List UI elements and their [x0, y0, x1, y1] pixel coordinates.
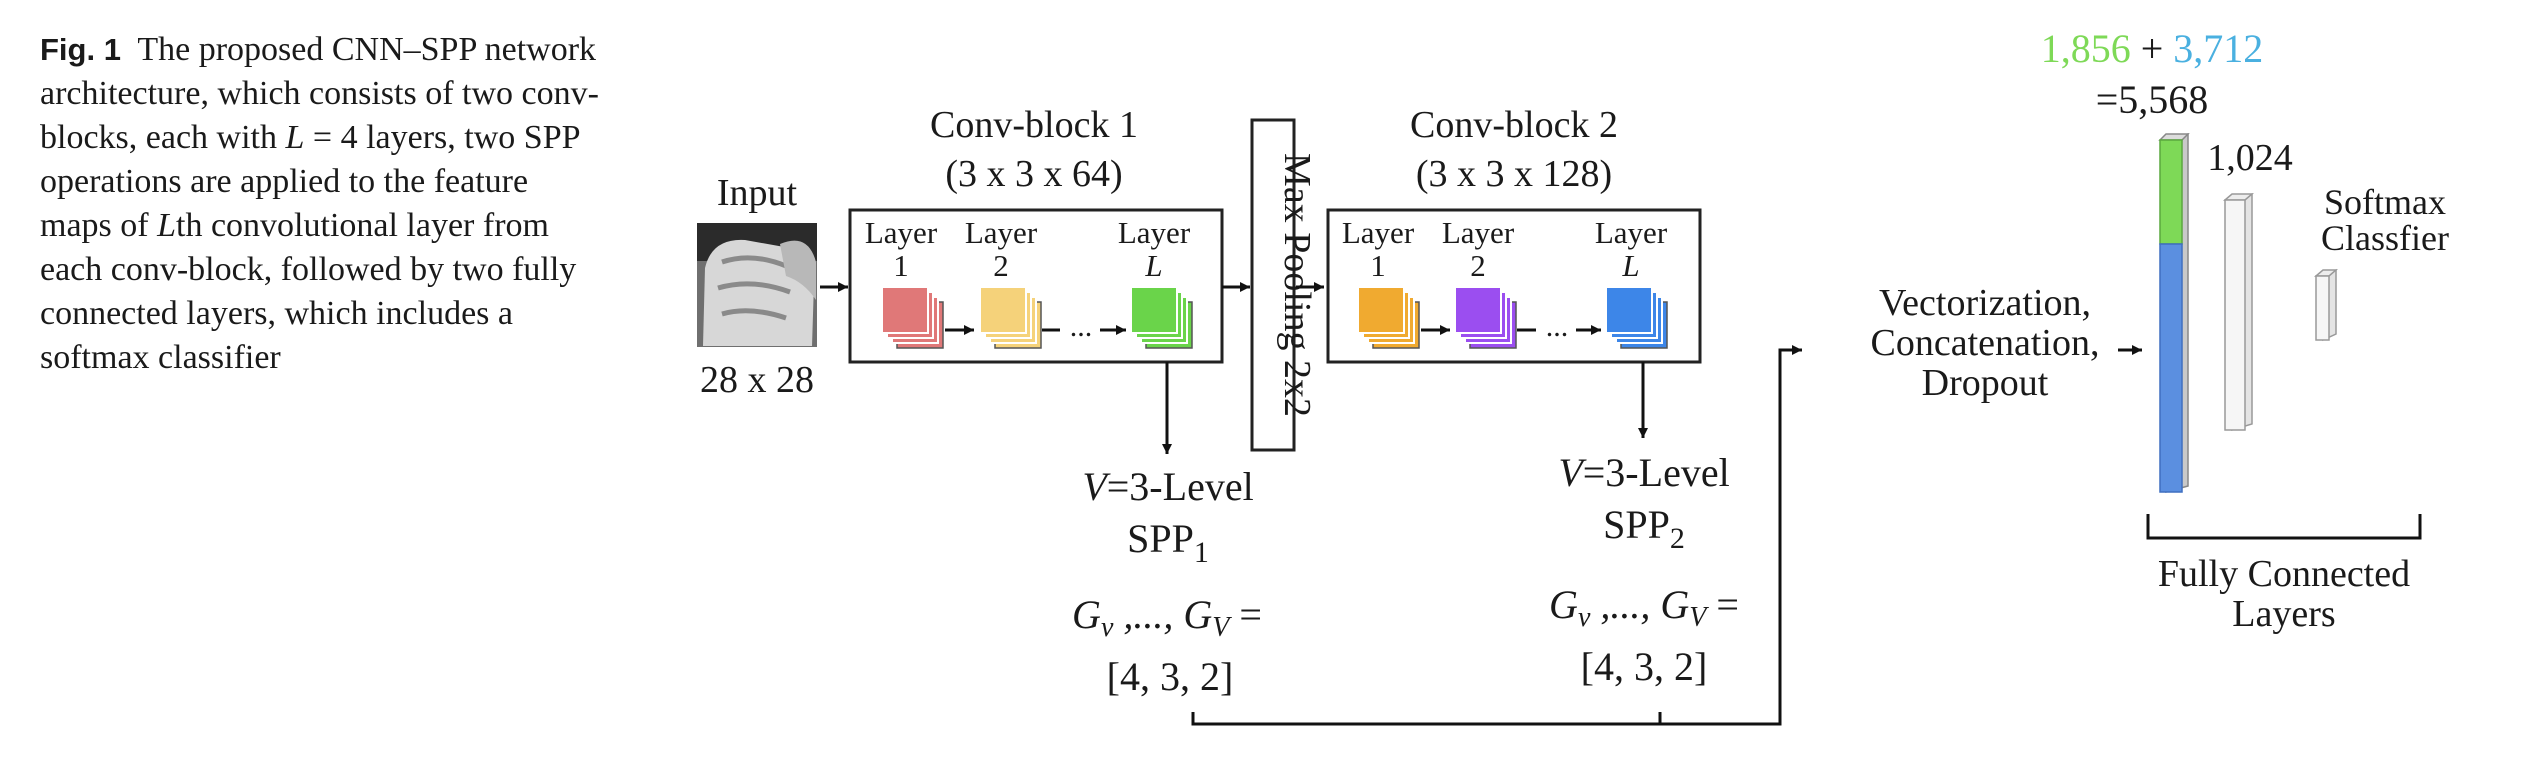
spp2-level: V=3-Level [1558, 450, 1729, 495]
conv-block-2-shape: (3 x 3 x 128) [1416, 153, 1612, 195]
block1-layer2-name: Layer [965, 215, 1038, 250]
input-size: 28 x 28 [700, 359, 814, 401]
max-pooling-box [1250, 118, 1296, 452]
spp1-g2-sub: V [1212, 612, 1232, 643]
softmax-line-1: Softmax [2324, 182, 2446, 222]
connector-spp-to-vectorization [1191, 345, 1802, 726]
spp2-name: SPP2 [1603, 502, 1685, 555]
fc-group-line-2: Layers [2232, 593, 2335, 635]
sum-total: =5,568 [2096, 77, 2209, 122]
caption-text-3: th convolutional layer from each conv-bl… [40, 207, 577, 376]
feature-map-square [1605, 286, 1653, 334]
spp2-g-formula: Gv ,..., GV = [1549, 582, 1739, 633]
feature-map-square [881, 286, 929, 334]
concat-segment-spp2 [2159, 243, 2183, 493]
caption-var-L-2: L [157, 207, 177, 244]
block1-layer2-feature-maps [979, 286, 1042, 349]
spp2-g-mid: ,..., G [1590, 582, 1689, 627]
figure-caption: Fig. 1 The proposed CNN–SPP network arch… [40, 28, 600, 380]
spp2-g2-sub: V [1689, 602, 1709, 633]
sum-a: 1,856 [2041, 26, 2131, 71]
spp1-level-var: V [1082, 464, 1111, 509]
conv-block-1-title: Conv-block 1 [930, 104, 1138, 146]
block2-layerL-feature-maps [1605, 286, 1668, 349]
conv-block-2-title: Conv-block 2 [1410, 104, 1618, 146]
block2-layer2-feature-maps [1454, 286, 1517, 349]
block2-layer2-index: 2 [1470, 248, 1486, 283]
conv-block-2-box [1326, 208, 1702, 364]
vectorization-line-1: Vectorization, [1879, 282, 2091, 324]
softmax-bar [2313, 268, 2339, 342]
block1-layer2-index: 2 [993, 248, 1009, 283]
block1-layerL-feature-maps [1130, 286, 1193, 349]
spp2-level-text: =3-Level [1583, 450, 1730, 495]
spp2-name-text: SPP [1603, 502, 1670, 547]
block1-layerL-name: Layer [1118, 215, 1191, 250]
concatenated-vector-bar [2158, 133, 2190, 493]
block1-layer1-index: 1 [893, 248, 909, 283]
block2-ellipsis: ... [1546, 310, 1569, 343]
vectorization-line-2: Concatenation, [1871, 322, 2100, 364]
feature-map-square [1454, 286, 1502, 334]
caption-text-2: = 4 layers, two SPP operations are appli… [40, 119, 580, 244]
max-pooling-label: Max Pooling 2x2 [1276, 153, 1318, 417]
block2-layer1-name: Layer [1342, 215, 1415, 250]
figure-label: Fig. 1 [40, 32, 121, 67]
caption-text-1: The proposed CNN–SPP network architectur… [40, 31, 599, 156]
block1-layer1-name: Layer [865, 215, 938, 250]
spp2-level-var: V [1558, 450, 1587, 495]
block2-layer2-name: Layer [1442, 215, 1515, 250]
spp1-subscript: 1 [1194, 536, 1209, 569]
spp1-g1: G [1072, 592, 1101, 637]
sum-plus: + [2131, 26, 2174, 71]
sum-line: 1,856 + 3,712 [2041, 26, 2264, 71]
concat-segment-spp1 [2159, 139, 2183, 245]
feature-map-square [979, 286, 1027, 334]
conv-block-1-shape: (3 x 3 x 64) [945, 153, 1122, 195]
spp2-grid: [4, 3, 2] [1581, 644, 1708, 689]
spp1-grid: [4, 3, 2] [1107, 654, 1234, 699]
feature-map-square [1130, 286, 1178, 334]
feature-map-square [1357, 286, 1405, 334]
block2-layer1-index: 1 [1370, 248, 1386, 283]
fc1-bar [2222, 192, 2255, 432]
spp1-g-mid: ,..., G [1113, 592, 1212, 637]
spp1-g1-sub: v [1101, 612, 1114, 643]
input-image [697, 223, 817, 347]
spp2-subscript: 2 [1670, 522, 1685, 555]
spp1-level-text: =3-Level [1107, 464, 1254, 509]
spp1-g-formula: Gv ,..., GV = [1072, 592, 1262, 643]
fc-bracket [2146, 514, 2422, 540]
fc1-label: 1,024 [2207, 137, 2293, 179]
vectorization-line-3: Dropout [1922, 362, 2049, 404]
caption-var-L: L [285, 119, 305, 156]
block1-layerL-index: L [1144, 248, 1162, 283]
sum-b: 3,712 [2173, 26, 2263, 71]
block2-layerL-index: L [1621, 248, 1639, 283]
spp1-level: V=3-Level [1082, 464, 1253, 509]
block1-ellipsis: ... [1070, 310, 1093, 343]
spp1-name: SPP1 [1127, 516, 1209, 569]
spp1-g-eq: = [1229, 592, 1262, 637]
input-label: Input [717, 172, 798, 214]
block2-layer1-feature-maps [1357, 286, 1420, 349]
fc-group-line-1: Fully Connected [2158, 553, 2410, 595]
softmax-line-2: Classfier [2321, 218, 2449, 258]
spp2-g1-sub: v [1578, 602, 1591, 633]
spp1-name-text: SPP [1127, 516, 1194, 561]
block1-layer1-feature-maps [881, 286, 944, 349]
spp2-g1: G [1549, 582, 1578, 627]
spp2-g-eq: = [1706, 582, 1739, 627]
block2-layerL-name: Layer [1595, 215, 1668, 250]
